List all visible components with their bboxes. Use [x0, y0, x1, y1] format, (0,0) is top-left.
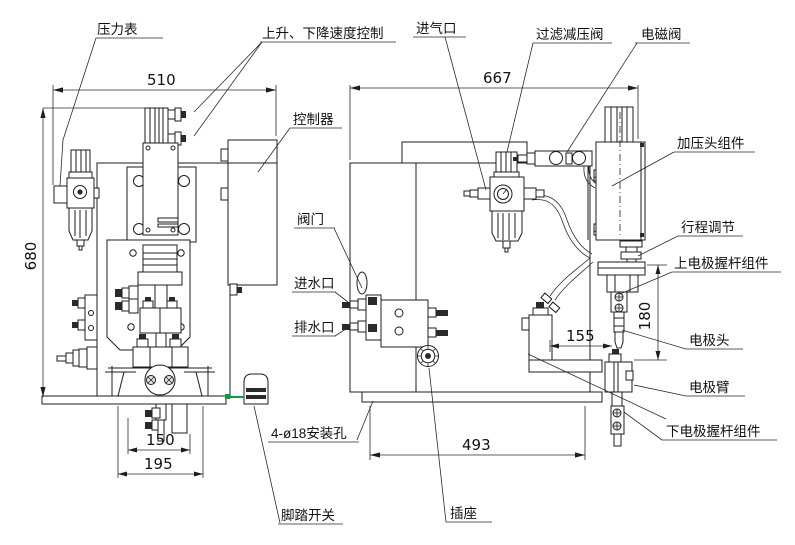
electrode-tip-part [614, 331, 624, 349]
label-socket: 插座 [450, 506, 477, 521]
speed-control-fitting-upper [167, 107, 186, 122]
label-electrode-tip: 电极头 [689, 333, 730, 348]
dim-base-width: 493 [369, 406, 586, 460]
foot-switch-part [225, 373, 269, 405]
foot-switch-wire-plug [225, 394, 230, 399]
lower-electrode-mount [105, 364, 215, 397]
pressure-head-cylinder [595, 106, 646, 241]
cylinder-front [142, 107, 186, 236]
dim-lower-bracket: 150 [127, 418, 191, 454]
label-upper-electrode: 上电极握杆组件 [674, 256, 769, 271]
label-electrode-arm: 电极臂 [689, 380, 730, 395]
water-inlet-fitting [342, 298, 367, 311]
label-filter-regulator: 过滤减压阀 [536, 27, 604, 42]
front-view [41, 107, 278, 442]
dim-front-width-value: 510 [147, 71, 176, 89]
air-tubes [531, 165, 599, 314]
side-view [342, 106, 646, 447]
leader-lines [59, 36, 781, 525]
water-outlet-fitting [342, 320, 367, 333]
front-lower-fitting [56, 346, 98, 370]
dim-throat-depth-value: 180 [636, 302, 654, 331]
ram-column [115, 244, 189, 368]
solenoid-valve-part [513, 150, 593, 167]
side-filter-regulator [463, 151, 545, 253]
dim-front-width: 510 [52, 71, 277, 185]
water-valve-assembly [342, 271, 448, 348]
side-base-plate [361, 391, 603, 403]
dim-base-width-value: 493 [462, 436, 491, 454]
stroke-adjuster [619, 240, 643, 266]
electrode-arm-part [528, 359, 603, 373]
dim-arm-offset: 155 [549, 327, 612, 352]
label-water-outlet: 排水口 [294, 320, 335, 335]
dim-foot-width: 195 [117, 406, 204, 478]
label-speed-control: 上升、下降速度控制 [262, 26, 384, 41]
dim-front-height-value: 680 [22, 242, 40, 271]
socket-part [417, 345, 439, 367]
label-solenoid-valve: 电磁阀 [641, 27, 682, 42]
dim-arm-offset-value: 155 [566, 327, 595, 345]
part-labels: 压力表 上升、下降速度控制 进气口 过滤减压阀 电磁阀 控制器 加压头组件 行程… [97, 21, 769, 523]
label-air-inlet: 进气口 [416, 21, 457, 36]
label-controller: 控制器 [293, 112, 334, 127]
under-base-bracket [145, 403, 188, 442]
pressure-gauge [53, 185, 100, 204]
dim-lower-bracket-value: 150 [146, 431, 175, 449]
dim-throat-depth: 180 [634, 264, 667, 361]
front-base-plate [41, 395, 227, 405]
front-side-valve [72, 294, 98, 341]
dimensions: 510 680 667 493 150 [22, 69, 667, 478]
label-pressure-gauge: 压力表 [97, 22, 138, 37]
dim-front-height: 680 [22, 107, 145, 397]
cylinder-mount-block [142, 142, 179, 236]
holder-mount [606, 274, 639, 293]
dim-foot-width-value: 195 [144, 455, 173, 473]
controller-box [220, 139, 278, 296]
dim-side-width-value: 667 [483, 69, 512, 87]
dim-side-width: 667 [349, 69, 639, 160]
upper-electrode-holder [610, 291, 628, 349]
label-valve: 阀门 [297, 212, 324, 227]
label-water-inlet: 进水口 [294, 276, 335, 291]
label-foot-switch: 脚踏开关 [281, 508, 335, 523]
label-lower-electrode: 下电极握杆组件 [666, 424, 761, 439]
label-mounting-holes: 4-ø18安装孔 [271, 426, 347, 441]
lower-electrode-holder [610, 405, 625, 447]
label-stroke-adjust: 行程调节 [681, 220, 735, 235]
front-filter-regulator [53, 149, 100, 251]
label-pressure-head: 加压头组件 [677, 136, 745, 151]
lower-arm-assembly [521, 302, 634, 447]
